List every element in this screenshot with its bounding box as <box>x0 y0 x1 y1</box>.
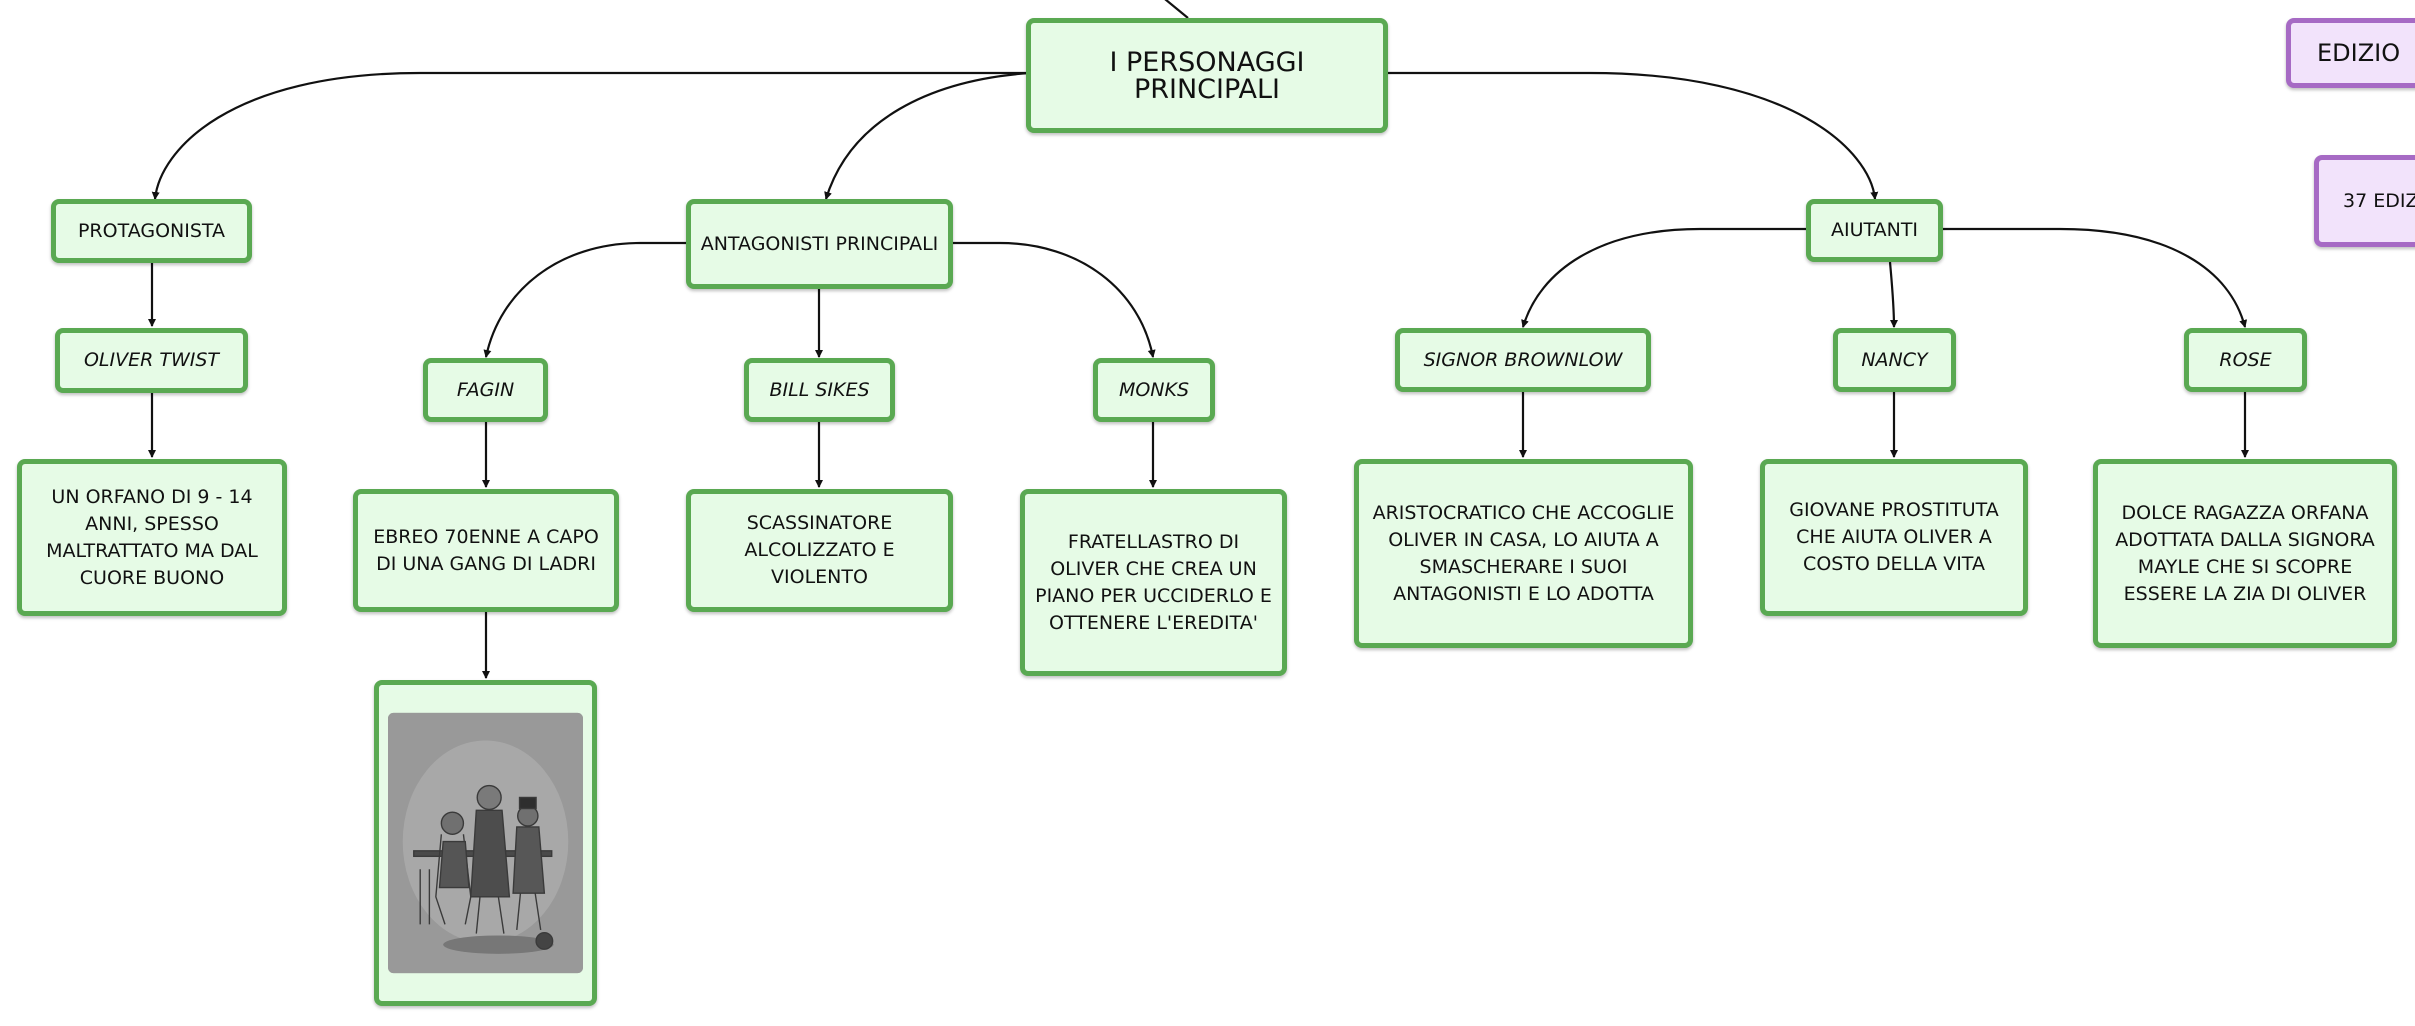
rose-description[interactable]: DOLCE RAGAZZA ORFANA ADOTTATA DALLA SIGN… <box>2093 459 2397 648</box>
fagin-node[interactable]: FAGIN <box>423 358 548 422</box>
edge-antagonists-monks <box>952 241 1156 358</box>
oliver-twist-description[interactable]: UN ORFANO DI 9 - 14 ANNI, SPESSO MALTRAT… <box>17 459 287 616</box>
signor-brownlow-name: SIGNOR BROWNLOW <box>1423 348 1623 371</box>
bill-sikes-description[interactable]: SCASSINATORE ALCOLIZZATO E VIOLENTO <box>686 489 953 612</box>
monks-node[interactable]: MONKS <box>1093 358 1215 422</box>
edge-root-incoming <box>1164 0 1189 19</box>
bill-sikes-name: BILL SIKES <box>769 378 870 401</box>
monks-description[interactable]: FRATELLASTRO DI OLIVER CHE CREA UN PIANO… <box>1020 489 1287 676</box>
edge-root-antagonists <box>824 71 1031 200</box>
protagonist-label: PROTAGONISTA <box>77 219 226 242</box>
edge-antagonists-fagin <box>483 241 688 358</box>
root-node[interactable]: I PERSONAGGI PRINCIPALI <box>1026 18 1388 133</box>
helpers-node[interactable]: AIUTANTI <box>1806 199 1943 262</box>
edge-helpers-brownlow <box>1521 227 1808 328</box>
edge-root-helpers <box>1388 71 1879 200</box>
fagin-name: FAGIN <box>456 378 515 401</box>
signor-brownlow-description-text: ARISTOCRATICO CHE ACCOGLIE OLIVER IN CAS… <box>1372 501 1675 605</box>
oliver-twist-name: OLIVER TWIST <box>83 349 220 371</box>
editions-label: EDIZIO <box>2317 38 2401 67</box>
edge-root-protagonist <box>151 71 1030 200</box>
nancy-name: NANCY <box>1861 348 1928 371</box>
antagonists-label: ANTAGONISTI PRINCIPALI <box>700 232 939 255</box>
nancy-description[interactable]: GIOVANE PROSTITUTA CHE AIUTA OLIVER A CO… <box>1760 459 2028 616</box>
rose-node[interactable]: ROSE <box>2184 328 2307 392</box>
fagin-image-node[interactable] <box>374 680 597 1006</box>
oliver-twist-node[interactable]: OLIVER TWIST <box>55 328 248 393</box>
edge-helpers-rose <box>1941 227 2248 328</box>
edge-helpers-nancy <box>1888 261 1898 328</box>
signor-brownlow-description[interactable]: ARISTOCRATICO CHE ACCOGLIE OLIVER IN CAS… <box>1354 459 1693 648</box>
nancy-description-text: GIOVANE PROSTITUTA CHE AIUTA OLIVER A CO… <box>1789 499 1999 575</box>
fagin-description[interactable]: EBREO 70ENNE A CAPO DI UNA GANG DI LADRI <box>353 489 619 612</box>
antagonists-node[interactable]: ANTAGONISTI PRINCIPALI <box>686 199 953 289</box>
bill-sikes-node[interactable]: BILL SIKES <box>744 358 895 422</box>
rose-name: ROSE <box>2219 348 2272 371</box>
helpers-label: AIUTANTI <box>1830 219 1919 241</box>
engraving-illustration-icon <box>388 712 583 974</box>
signor-brownlow-node[interactable]: SIGNOR BROWNLOW <box>1395 328 1651 392</box>
edition-count-node[interactable]: 37 EDIZ <box>2314 155 2415 247</box>
bill-sikes-description-text: SCASSINATORE ALCOLIZZATO E VIOLENTO <box>744 512 895 588</box>
fagin-description-text: EBREO 70ENNE A CAPO DI UNA GANG DI LADRI <box>373 525 599 575</box>
monks-description-text: FRATELLASTRO DI OLIVER CHE CREA UN PIANO… <box>1035 530 1272 634</box>
editions-node[interactable]: EDIZIO <box>2286 18 2415 88</box>
protagonist-node[interactable]: PROTAGONISTA <box>51 199 252 263</box>
nancy-node[interactable]: NANCY <box>1833 328 1956 392</box>
monks-name: MONKS <box>1118 378 1190 401</box>
edition-count-label: 37 EDIZ <box>2343 189 2415 212</box>
root-label: I PERSONAGGI PRINCIPALI <box>1109 46 1305 105</box>
oliver-twist-description-text: UN ORFANO DI 9 - 14 ANNI, SPESSO MALTRAT… <box>46 485 258 589</box>
rose-description-text: DOLCE RAGAZZA ORFANA ADOTTATA DALLA SIGN… <box>2115 501 2375 605</box>
